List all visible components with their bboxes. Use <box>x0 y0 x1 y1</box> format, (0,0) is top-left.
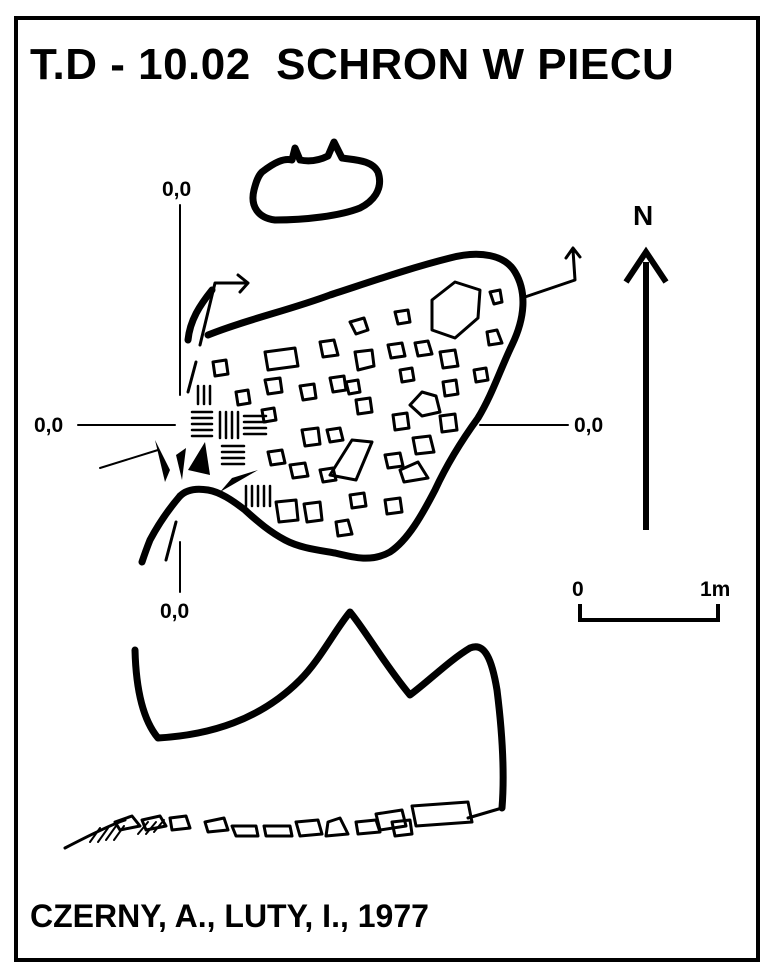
scale-start-label: 0 <box>572 578 584 601</box>
north-arrow-icon <box>623 246 669 530</box>
rubble-blocks <box>211 280 504 538</box>
passage-arrow-east <box>520 246 582 300</box>
scale-end-label: 1m <box>700 578 731 601</box>
datum-label-right: 0,0 <box>574 414 604 437</box>
passage-arrow-west <box>198 273 250 347</box>
page-title: T.D - 10.02 SCHRON W PIECU <box>30 40 675 89</box>
compass-label: N <box>633 200 654 231</box>
floor-hatching <box>89 819 165 843</box>
datum-line-diagonal <box>99 449 159 469</box>
entrance-wall-lower <box>138 492 184 566</box>
step-hatching <box>190 384 272 508</box>
scale-bar-icon <box>578 604 720 622</box>
datum-line-short <box>186 360 198 394</box>
datum-label-bottom: 0,0 <box>160 600 190 623</box>
cave-plan-outline <box>176 250 527 562</box>
cave-section-outline <box>131 608 507 812</box>
sheet-border <box>14 16 760 962</box>
floor-rubble <box>113 800 504 838</box>
drop-markers <box>155 440 258 492</box>
detached-block-outline <box>249 138 383 224</box>
datum-label-top: 0,0 <box>162 178 192 201</box>
survey-authors: CZERNY, A., LUTY, I., 1977 <box>30 898 429 934</box>
datum-label-left: 0,0 <box>34 414 64 437</box>
entrance-wall-left <box>184 286 216 344</box>
datum-line-lower <box>164 520 178 562</box>
